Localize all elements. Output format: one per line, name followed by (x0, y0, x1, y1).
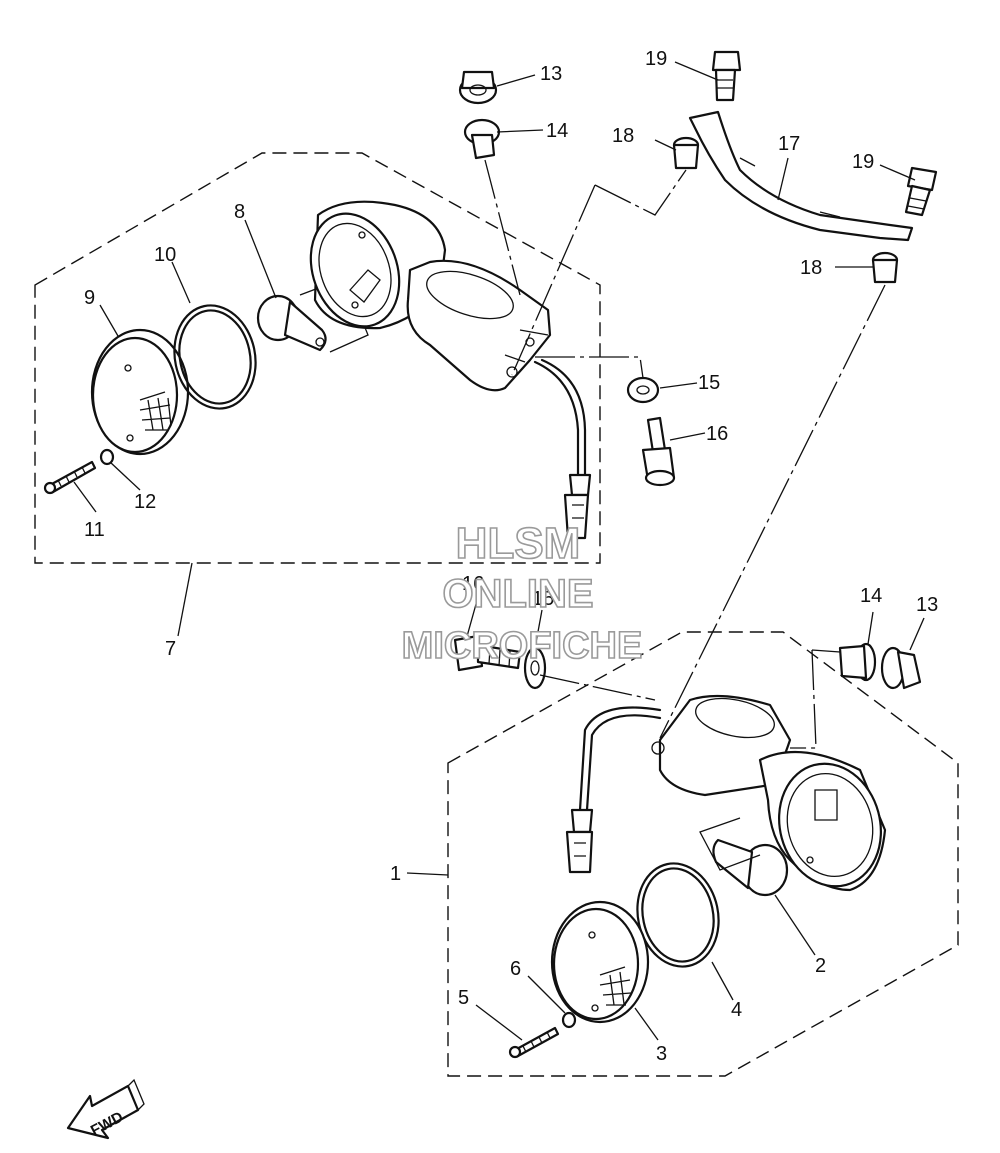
screw-11 (43, 460, 97, 495)
watermark-line-3: MICROFICHE (402, 625, 643, 667)
watermark-line-1: HLSM (456, 519, 581, 568)
callout-12: 12 (134, 491, 156, 513)
nut-13-upper (458, 70, 498, 105)
callout-16-lower: 16 (462, 573, 484, 595)
watermark-line-2: ONLINE (442, 572, 593, 616)
callout-18-upper: 18 (612, 125, 634, 147)
callout-1: 1 (390, 863, 401, 885)
leader-lines (73, 61, 925, 1041)
lens-9 (90, 328, 190, 456)
upper-turn-signal-assembly (43, 200, 592, 540)
callout-14-lower: 14 (860, 585, 882, 607)
housing-upper (309, 200, 592, 540)
callout-18-lower: 18 (800, 257, 822, 279)
callout-8: 8 (234, 201, 245, 223)
callout-11: 11 (84, 519, 105, 541)
callout-5: 5 (458, 987, 469, 1009)
callout-3: 3 (656, 1043, 667, 1065)
callout-13-lower: 13 (916, 594, 938, 616)
bolt-19-lower (904, 166, 938, 217)
lower-turn-signal-assembly (508, 694, 887, 1059)
assembly-box-1 (447, 631, 959, 1077)
callout-13-upper: 13 (540, 63, 562, 85)
callout-15-upper: 15 (698, 372, 720, 394)
spacer-18-upper (672, 136, 700, 170)
callout-19-lower: 19 (852, 151, 874, 173)
callout-19-upper: 19 (645, 48, 667, 70)
screw-5 (508, 1026, 560, 1059)
callout-2: 2 (815, 955, 826, 977)
lens-3 (550, 900, 650, 1024)
callout-14-upper: 14 (546, 120, 568, 142)
bolt-16-lower (453, 634, 522, 672)
callout-16-upper: 16 (706, 423, 728, 445)
collar-14-upper (463, 118, 501, 160)
callout-4: 4 (731, 999, 742, 1021)
bolt-16-upper (641, 416, 676, 487)
assembly-box-7 (34, 152, 601, 564)
washer-12 (99, 448, 115, 466)
watermark: HLSM ONLINE MICROFICHE (401, 518, 643, 668)
fwd-arrow-icon: FWD (66, 1078, 145, 1140)
alignment-lines (484, 159, 886, 749)
gasket-4 (636, 862, 720, 968)
washer-6 (561, 1011, 577, 1029)
callout-17: 17 (778, 133, 800, 155)
callout-6: 6 (510, 958, 521, 980)
bolt-19-upper (711, 50, 742, 102)
bracket-17 (688, 110, 914, 242)
callout-labels: 1 2 3 4 5 6 7 8 9 10 11 12 13 13 14 14 1… (84, 48, 938, 1065)
callout-7: 7 (165, 638, 176, 660)
spacer-18-lower (871, 251, 899, 284)
washer-15-upper (626, 376, 660, 404)
gasket-10 (173, 304, 257, 410)
callout-9: 9 (84, 287, 95, 309)
collar-14-lower (838, 642, 877, 682)
nut-13-lower (880, 646, 922, 690)
callout-15-lower: 15 (532, 588, 554, 610)
housing-lower (565, 694, 887, 892)
callout-10: 10 (154, 244, 176, 266)
bulb-2 (699, 817, 789, 897)
